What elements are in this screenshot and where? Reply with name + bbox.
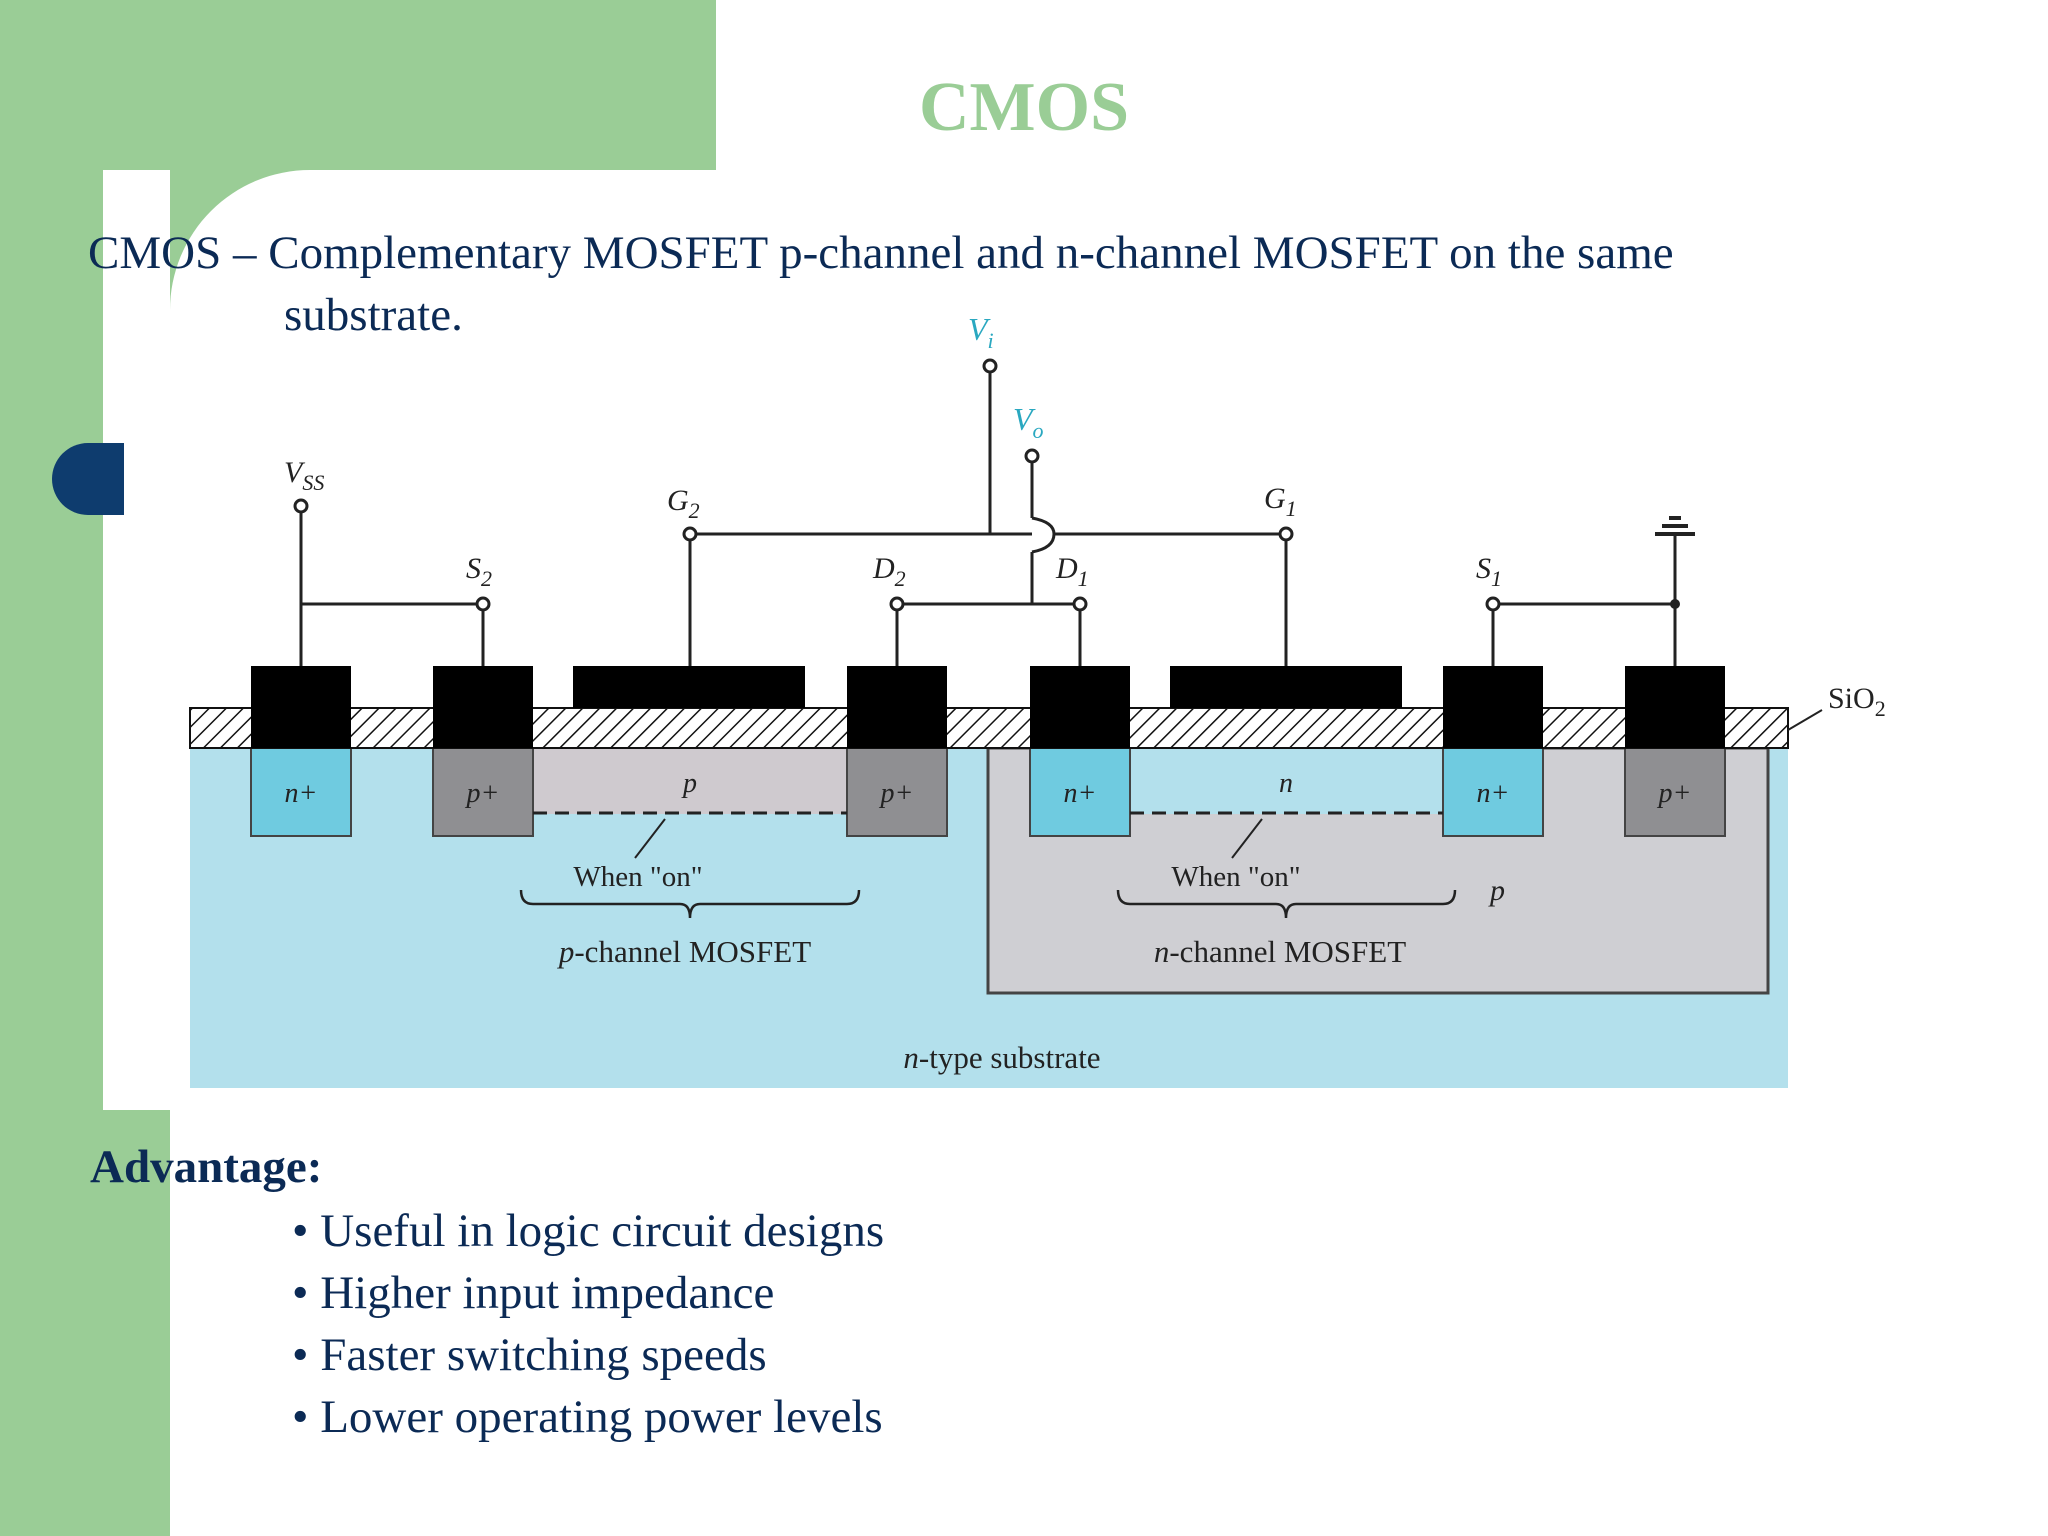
- label-g2: G2: [667, 484, 700, 523]
- interconnect-wires: [299, 372, 1677, 666]
- label-g1: G1: [1264, 482, 1297, 521]
- label-nmos: n-channel MOSFET: [1154, 934, 1406, 969]
- label-vi: Vi: [968, 311, 994, 353]
- label-substrate: n-type substrate: [903, 1040, 1100, 1075]
- n-plus-left-region: [250, 747, 352, 837]
- label-sio2: SiO2: [1828, 682, 1886, 721]
- ground-symbol: [1655, 516, 1695, 536]
- intro-line-1: CMOS – Complementary MOSFET p-channel an…: [88, 227, 1674, 279]
- advantage-item: Lower operating power levels: [292, 1386, 884, 1448]
- oxide-pointer-line: [1787, 709, 1823, 731]
- slide-title: CMOS: [919, 69, 1129, 146]
- contact-d2: [847, 666, 947, 748]
- n-channel-pointer: [1231, 818, 1263, 859]
- label-pmos: p-channel MOSFET: [557, 934, 811, 969]
- p-channel-pointer: [634, 818, 666, 859]
- contact-d1: [1030, 666, 1130, 748]
- p-plus-d2-region: [846, 747, 948, 837]
- p-channel-region: [532, 748, 848, 814]
- advantage-item: Useful in logic circuit designs: [292, 1200, 884, 1262]
- label-p-plus-d2: p+: [879, 778, 914, 809]
- advantage-item: Higher input impedance: [292, 1262, 884, 1324]
- contact-ground: [1625, 666, 1725, 748]
- p-channel-brace: [519, 889, 861, 919]
- label-n-plus-left: n+: [285, 778, 318, 809]
- label-when-on-right: When "on": [1171, 861, 1300, 893]
- label-d1: D1: [1055, 552, 1089, 591]
- intro-text: CMOS – Complementary MOSFET p-channel an…: [88, 222, 1988, 346]
- label-n-plus-s1: n+: [1477, 778, 1510, 809]
- label-p-channel: p: [681, 768, 697, 799]
- label-d2: D2: [872, 552, 906, 591]
- p-plus-right-region: [1624, 747, 1726, 837]
- label-n-channel: n: [1279, 768, 1293, 799]
- oxide-layer: [189, 707, 1789, 749]
- contact-s1: [1443, 666, 1543, 748]
- junction-dot: [1670, 599, 1680, 609]
- label-p-plus-right: p+: [1657, 778, 1692, 809]
- advantage-heading: Advantage:: [90, 1141, 323, 1193]
- n-channel-brace: [1116, 889, 1457, 919]
- label-s2: S2: [466, 552, 492, 591]
- contact-vss: [251, 666, 351, 748]
- gate-g1-metal: [1170, 666, 1402, 708]
- label-p-well: p: [1488, 874, 1505, 907]
- label-vss: VSS: [284, 456, 324, 495]
- contact-s2: [433, 666, 533, 748]
- advantage-list: Useful in logic circuit designs Higher i…: [292, 1200, 884, 1448]
- label-vo: Vo: [1013, 401, 1044, 443]
- label-when-on-left: When "on": [573, 861, 702, 893]
- label-n-plus-d1: n+: [1064, 778, 1097, 809]
- terminal-nodes: [293, 358, 1501, 612]
- decor-navy-bullet-shape: [52, 443, 124, 515]
- label-s1: S1: [1476, 552, 1502, 591]
- label-p-plus-s2: p+: [465, 778, 500, 809]
- decor-green-header-block: [0, 0, 716, 170]
- intro-line-2: substrate.: [284, 289, 463, 341]
- n-plus-s1-region: [1442, 747, 1544, 837]
- gate-g2-metal: [573, 666, 805, 708]
- p-plus-s2-region: [432, 747, 534, 837]
- n-channel-region: [1130, 748, 1444, 814]
- advantage-item: Faster switching speeds: [292, 1324, 884, 1386]
